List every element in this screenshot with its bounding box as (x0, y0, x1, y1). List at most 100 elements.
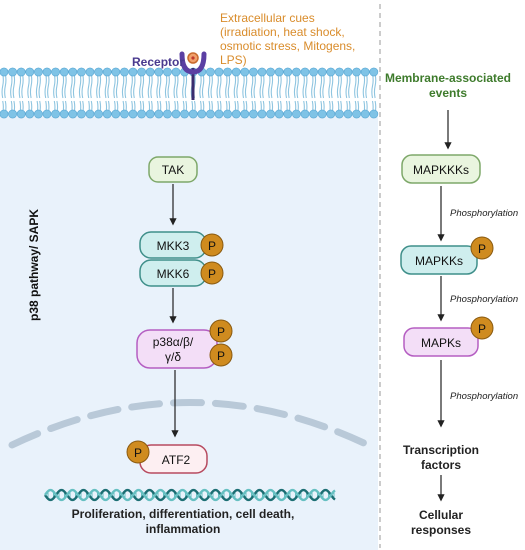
lipid-head (266, 67, 275, 77)
phosphorylation-label-2: Phosphorylation (450, 294, 518, 305)
lipid-tail (250, 73, 254, 99)
lipid-tail (279, 73, 282, 99)
p38-label-2: γ/δ (165, 350, 181, 364)
lipid-tail (285, 73, 288, 99)
lipid-tail (107, 73, 110, 99)
lipid-tail (147, 73, 151, 99)
phospho-label: P (208, 267, 216, 281)
lipid-tail (164, 73, 168, 99)
lipid-tail (216, 73, 219, 99)
lipid-tail (302, 73, 305, 99)
lipid-tail (141, 73, 145, 99)
membrane-events-line-2: events (429, 86, 467, 100)
phospho-label: P (217, 325, 225, 339)
phospho-atf2: P (126, 440, 150, 464)
lipid-head (360, 67, 370, 77)
lipid-head (34, 109, 43, 119)
lipid-head (128, 67, 138, 77)
cellular-line-1: Cellular (419, 508, 463, 522)
lipid-tail (371, 73, 374, 99)
lipid-head (68, 67, 78, 77)
mapkkk-node (401, 154, 481, 184)
phospho-label: P (134, 446, 142, 460)
receptor-icon (179, 51, 207, 100)
phospho-label: P (208, 239, 216, 253)
dna-helix (44, 488, 336, 502)
nuclear-envelope (8, 399, 372, 449)
lipid-tail (293, 73, 297, 99)
lipid-tail (124, 73, 127, 99)
lipid-head (77, 67, 86, 77)
lipid-head (257, 67, 267, 77)
lipid-head (257, 109, 267, 119)
lipid-tail (130, 73, 133, 99)
mapkk-label: MAPKKs (415, 254, 463, 268)
lipid-head (240, 109, 250, 119)
phosphorylation-label-1: Phosphorylation (450, 208, 518, 219)
lipid-head (128, 109, 138, 119)
lipid-head (326, 109, 336, 119)
lipid-tail (158, 73, 162, 99)
lipid-tail (356, 73, 360, 99)
lipid-head (300, 67, 310, 77)
lipid-tail (276, 73, 280, 99)
lipid-head (197, 109, 207, 119)
lipid-head (111, 67, 121, 77)
lipid-tail (90, 73, 93, 99)
lipid-tail (176, 73, 179, 99)
phospho-label: P (217, 349, 225, 363)
cues-line-4: LPS) (220, 53, 247, 67)
lipid-head (0, 109, 9, 119)
lipid-head (85, 109, 95, 119)
lipid-head (77, 109, 86, 119)
lipid-tail (150, 73, 153, 99)
lipid-tail (253, 73, 256, 99)
lipid-tail (21, 73, 24, 99)
lipid-head (180, 109, 189, 119)
lipid-tail (305, 73, 308, 99)
lipid-tail (1, 73, 4, 99)
lipid-tail (319, 73, 323, 99)
lipid-head (240, 67, 250, 77)
lipid-tail (29, 73, 33, 99)
lipid-tail (81, 73, 84, 99)
lipid-head (59, 109, 69, 119)
lipid-head (223, 109, 232, 119)
lipid-tail (10, 73, 13, 99)
lipid-head (120, 67, 129, 77)
lipid-tail (373, 73, 377, 99)
lipid-tail (53, 73, 56, 99)
lipid-head (352, 109, 361, 119)
lipid-head (248, 109, 258, 119)
lipid-head (25, 109, 35, 119)
lipid-head (120, 109, 129, 119)
lipid-tail (96, 73, 99, 99)
lipid-head (223, 67, 232, 77)
lipid-head (59, 67, 69, 77)
lipid-head (162, 109, 172, 119)
lipid-tail (167, 73, 170, 99)
lipid-head (145, 109, 155, 119)
receptor-label: Receptor (132, 55, 184, 69)
lipid-head (51, 67, 60, 77)
lipid-tail (236, 73, 239, 99)
lipid-tail (225, 73, 228, 99)
lipid-head (317, 67, 327, 77)
pathway-label: p38 pathway/ SAPK (27, 209, 41, 321)
lipid-head (111, 109, 121, 119)
lipid-head (102, 109, 112, 119)
phospho-mapk: P (470, 316, 494, 340)
lipid-tail (365, 73, 368, 99)
lipid-head (309, 109, 318, 119)
lipid-tail (268, 73, 271, 99)
lipid-head (137, 109, 146, 119)
lipid-head (214, 109, 224, 119)
lipid-head (171, 109, 181, 119)
phospho-mkk3: P (200, 233, 224, 257)
lipid-head (300, 109, 310, 119)
lipid-head (214, 67, 224, 77)
lipid-tail (182, 73, 185, 99)
lipid-tail (287, 73, 291, 99)
phospho-label: P (478, 322, 486, 336)
lipid-tail (55, 73, 59, 99)
